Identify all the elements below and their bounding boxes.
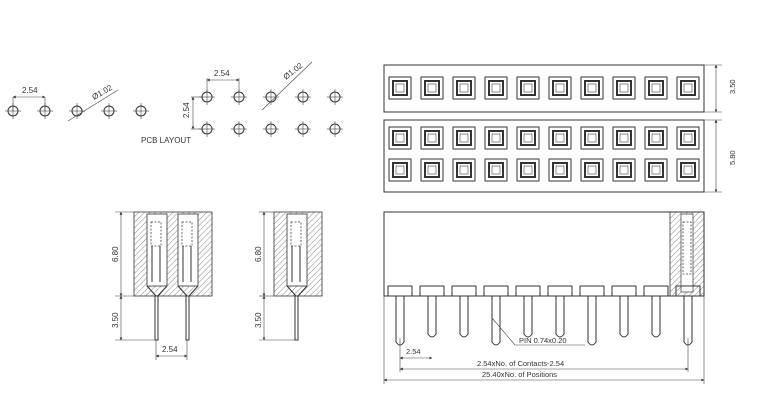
contact-square	[452, 76, 476, 100]
positions-formula-label: 25.40xNo. of Positions	[482, 370, 557, 379]
contact-square	[516, 126, 540, 150]
double-row-height-label: 5.80	[728, 150, 737, 165]
front-pin	[483, 285, 509, 346]
contact-square	[548, 158, 572, 182]
pcb-hole-icon	[69, 103, 85, 119]
contact-square	[452, 158, 476, 182]
pcb-single-pitch-dim: 2.54	[12, 86, 46, 111]
contact-square	[484, 126, 508, 150]
pcb-double-pitch-dim: 2.54	[206, 69, 240, 92]
side-single-height-label: 6.80	[254, 246, 263, 262]
pcb-double-vpitch-dim: 2.54	[182, 96, 203, 130]
contact-square	[580, 126, 604, 150]
contact-square	[548, 126, 572, 150]
contact-square	[676, 158, 700, 182]
side-double-pin	[154, 295, 159, 341]
side-view-double: 6.80 3.50 2.54	[111, 211, 213, 360]
front-view: PIN 0.74x0.20 2.54 2.54xNo. of Contacts-…	[383, 211, 705, 384]
pcb-hole-icon	[263, 89, 279, 105]
pcb-layout: 2.54 Ø1.02 2.54 2.54 Ø1.02 PCB LAYOUT	[5, 61, 343, 145]
front-pin	[579, 285, 605, 346]
contact-square	[420, 126, 444, 150]
contact-square	[388, 76, 412, 100]
pcb-hole-icon	[231, 121, 247, 137]
pcb-single-row-holes	[5, 103, 149, 119]
side-view-single: 6.80 3.50	[254, 211, 323, 341]
pcb-double-row-holes	[199, 89, 343, 137]
contact-square	[644, 158, 668, 182]
contact-square	[420, 76, 444, 100]
front-body	[383, 211, 705, 297]
pcb-double-hole-label: Ø1.02	[282, 61, 305, 82]
pcb-hole-icon	[133, 103, 149, 119]
pcb-hole-icon	[263, 121, 279, 137]
pcb-single-pitch-label: 2.54	[22, 86, 38, 95]
pcb-hole-icon	[295, 89, 311, 105]
contact-square	[452, 126, 476, 150]
pcb-hole-icon	[327, 121, 343, 137]
pcb-double-hole-dim: Ø1.02	[261, 61, 313, 111]
double-row-body	[383, 119, 705, 193]
pcb-double-vpitch-label: 2.54	[182, 102, 191, 118]
front-pin	[643, 285, 669, 338]
contact-square	[388, 158, 412, 182]
side-double-body	[133, 211, 213, 297]
contact-square	[484, 76, 508, 100]
front-pin	[611, 285, 637, 338]
front-pin	[547, 285, 573, 338]
contact-square	[580, 158, 604, 182]
top-view-single-row: 3.50	[383, 64, 737, 113]
contact-square	[644, 126, 668, 150]
contact-square	[484, 158, 508, 182]
side-double-pin-label: 3.50	[111, 312, 120, 328]
contact-square	[580, 76, 604, 100]
pin-note-label: PIN 0.74x0.20	[519, 336, 567, 345]
front-pin	[387, 285, 413, 346]
front-pin	[451, 285, 477, 338]
side-double-pin	[185, 295, 190, 341]
front-pitch-label: 2.54	[406, 347, 421, 356]
single-row-body	[383, 64, 705, 113]
contact-square	[420, 158, 444, 182]
front-pin	[419, 285, 445, 338]
double-row-contacts	[388, 126, 700, 182]
side-single-pin	[294, 295, 299, 341]
contact-square	[676, 126, 700, 150]
pcb-double-pitch-label: 2.54	[214, 69, 230, 78]
pcb-hole-icon	[295, 121, 311, 137]
contact-square	[388, 126, 412, 150]
contact-square	[516, 158, 540, 182]
contact-square	[612, 158, 636, 182]
pcb-single-hole-label: Ø1.02	[91, 83, 115, 102]
pcb-hole-icon	[101, 103, 117, 119]
front-pin	[515, 285, 541, 338]
top-view-double-row: 5.80	[383, 119, 737, 193]
pcb-layout-title: PCB LAYOUT	[141, 136, 191, 145]
single-row-height-label: 3.50	[728, 79, 737, 94]
contact-square	[676, 76, 700, 100]
contact-square	[644, 76, 668, 100]
pin-note-leader	[491, 317, 516, 346]
contact-square	[612, 76, 636, 100]
single-row-contacts	[388, 76, 700, 100]
side-double-pitch-label: 2.54	[162, 345, 178, 354]
contact-square	[516, 76, 540, 100]
contacts-formula-label: 2.54xNo. of Contacts-2.54	[477, 359, 564, 368]
pcb-hole-icon	[327, 89, 343, 105]
contact-square	[548, 76, 572, 100]
side-double-height-label: 6.80	[111, 246, 120, 262]
side-single-pin-label: 3.50	[254, 312, 263, 328]
contact-square	[612, 126, 636, 150]
